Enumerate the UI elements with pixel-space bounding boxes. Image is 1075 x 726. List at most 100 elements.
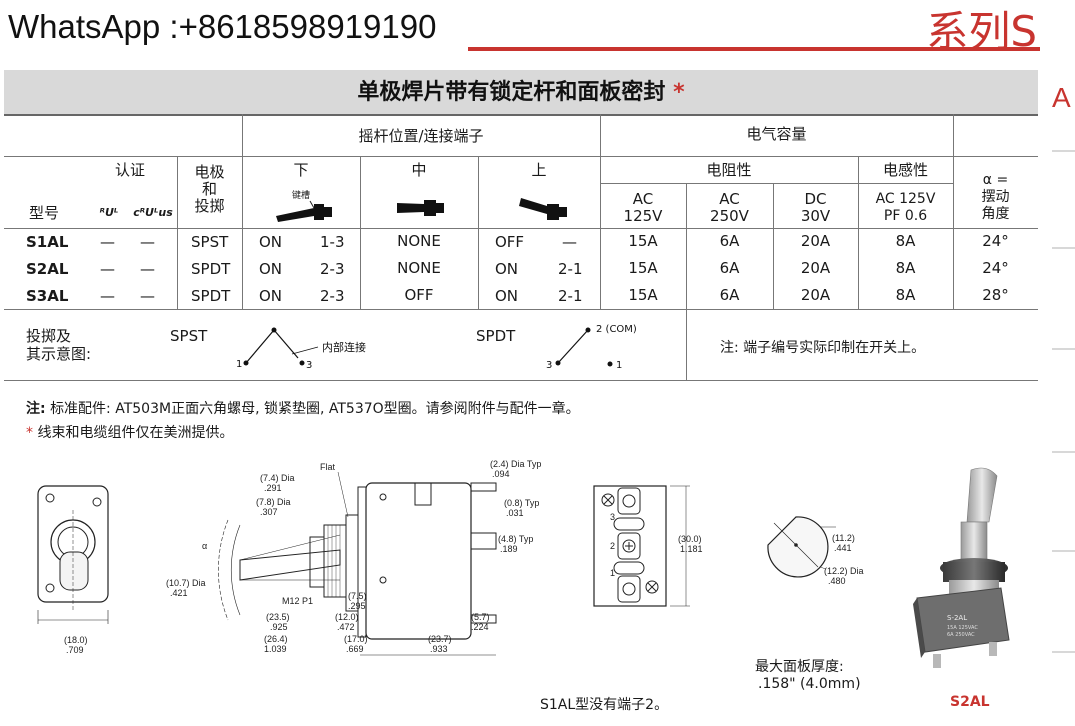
note-line-1: 注: 标准配件: AT503M正面六角螺母, 锁紧垫圈, AT537O型圈。请参… <box>26 401 580 417</box>
dim-7-5-in: .295 <box>348 601 366 611</box>
side-tab-divider <box>1052 150 1075 152</box>
side-tab-divider <box>1052 550 1075 552</box>
cell-dc30: 20A <box>800 286 831 304</box>
rear-terminal-2: 2 <box>610 541 615 551</box>
cell-down-terminal: 2-3 <box>320 260 345 278</box>
cell-up-state: ON <box>495 260 519 278</box>
table-rule <box>4 380 1038 381</box>
header-resistive: 电阻性 <box>706 161 752 179</box>
rear-terminal-1: 1 <box>610 568 615 578</box>
dim-4-8-mm: (4.8) Typ <box>498 534 533 544</box>
rear-view-drawing: 3 2 1 (30.0) 1.181 <box>593 485 703 607</box>
cell-down-state: ON <box>259 233 283 251</box>
side-tab-divider <box>1052 451 1075 453</box>
header-pos-down: 下 <box>293 161 309 179</box>
dim-7-8-in: .307 <box>260 507 278 517</box>
cell-cert-cul: — <box>140 233 155 251</box>
cell-cert-cul: — <box>140 260 155 278</box>
dim-23-5-mm: (23.5) <box>266 612 290 622</box>
lever-mid-icon <box>397 200 444 216</box>
cell-dc30: 20A <box>800 259 831 277</box>
dim-2-4-mm: (2.4) Dia Typ <box>490 459 541 469</box>
dim-12-0-mm: (12.0) <box>335 612 359 622</box>
dim-23-5-in: .925 <box>270 622 288 632</box>
dim-5-7-in: .224 <box>471 622 489 632</box>
cell-ac125: 15A <box>628 232 658 250</box>
panel-thickness-label: 最大面板厚度: <box>755 659 844 675</box>
flat-label: Flat <box>320 462 336 472</box>
cell-ac125: 15A <box>628 286 658 304</box>
cell-inductive: 8A <box>895 286 916 304</box>
cell-up-terminal: 2-1 <box>558 287 583 305</box>
cell-up-terminal: 2-1 <box>558 260 583 278</box>
cell-cert-cul: — <box>140 287 155 305</box>
table-rule <box>360 156 361 309</box>
side-tab-divider <box>1052 651 1075 653</box>
note-line-2: * 线束和电缆组件仅在美洲提供。 <box>26 425 234 441</box>
spst-terminal-3: 3 <box>306 360 312 371</box>
cell-angle: 24° <box>982 259 1009 277</box>
table-rule <box>4 156 1038 157</box>
spdt-com-label: 2 (COM) <box>596 324 637 335</box>
dim-11-2-mm: (11.2) <box>832 533 855 543</box>
thread-label: M12 P1 <box>282 596 313 606</box>
table-rule <box>4 309 1038 310</box>
cell-pole: SPDT <box>191 260 231 278</box>
dim-11-2-in: .441 <box>834 543 852 553</box>
cell-pole: SPDT <box>191 287 231 305</box>
header-rule <box>468 47 1040 51</box>
dim-23-7-in: .933 <box>430 644 448 654</box>
front-width-in: .709 <box>66 645 84 655</box>
table-title: 单极焊片带有锁定杆和面板密封 * <box>357 80 685 105</box>
cell-inductive: 8A <box>895 259 916 277</box>
table-rule <box>177 156 178 309</box>
cell-pole: SPST <box>191 233 229 251</box>
header-cert: 认证 <box>114 161 145 179</box>
side-tab-divider <box>1052 348 1075 350</box>
dim-23-7-mm: (23.7) <box>428 634 452 644</box>
dim-30-0-in: 1.181 <box>680 544 703 554</box>
side-tab-letter[interactable]: A <box>1052 82 1071 113</box>
header-model: 型号 <box>28 204 59 222</box>
ul-mark: ᴿUᴸ <box>99 206 119 219</box>
spst-schematic: 1 3 内部连接 <box>236 327 366 371</box>
panel-thickness-value: .158" (4.0mm) <box>758 676 861 692</box>
spst-label: SPST <box>170 327 208 345</box>
dim-4-8-in: .189 <box>500 544 518 554</box>
front-view-drawing: (18.0) .709 <box>37 485 109 655</box>
table-rule <box>242 114 243 309</box>
lever-down-icon: 键槽 <box>276 189 332 222</box>
cell-ac125: 15A <box>628 259 658 277</box>
dim-26-4-in: 1.039 <box>264 644 287 654</box>
header-pole: 电极和投掷 <box>194 163 225 215</box>
cell-model: S3AL <box>26 287 69 305</box>
spdt-terminal-1: 1 <box>616 360 622 371</box>
dim-26-4-mm: (26.4) <box>264 634 288 644</box>
cell-cert-ul: — <box>100 287 115 305</box>
switch-photo: S-2AL 15A 125VAC 6A 250VAC <box>913 467 1010 668</box>
cell-angle: 24° <box>982 232 1009 250</box>
table-title-bar <box>4 70 1038 116</box>
cell-mid: NONE <box>397 259 441 277</box>
dim-10-7-mm: (10.7) Dia <box>166 578 206 588</box>
table-rule <box>686 183 687 380</box>
table-rule <box>953 114 954 309</box>
spst-terminal-1: 1 <box>236 359 242 370</box>
dim-12-2-mm: (12.2) Dia <box>824 566 864 576</box>
side-view-drawing: Flat (7.4) Dia .291 (7.8) Dia .307 α (10… <box>166 459 541 656</box>
table-rule <box>478 156 479 309</box>
header-lever-group: 摇杆位置/连接端子 <box>358 127 484 145</box>
dim-7-8-mm: (7.8) Dia <box>256 497 291 507</box>
cell-up-state: ON <box>495 287 519 305</box>
header-inductive: 电感性 <box>882 161 928 179</box>
photo-rating-2: 6A 250VAC <box>947 632 975 638</box>
header-electric-group: 电气容量 <box>746 125 807 143</box>
spdt-label: SPDT <box>476 327 516 345</box>
cell-ac250: 6A <box>719 259 740 277</box>
dim-5-7-mm: (5.7) <box>471 612 490 622</box>
photo-caption: S2AL <box>950 694 990 710</box>
dim-30-0-mm: (30.0) <box>678 534 702 544</box>
dim-7-4-mm: (7.4) Dia <box>260 473 295 483</box>
